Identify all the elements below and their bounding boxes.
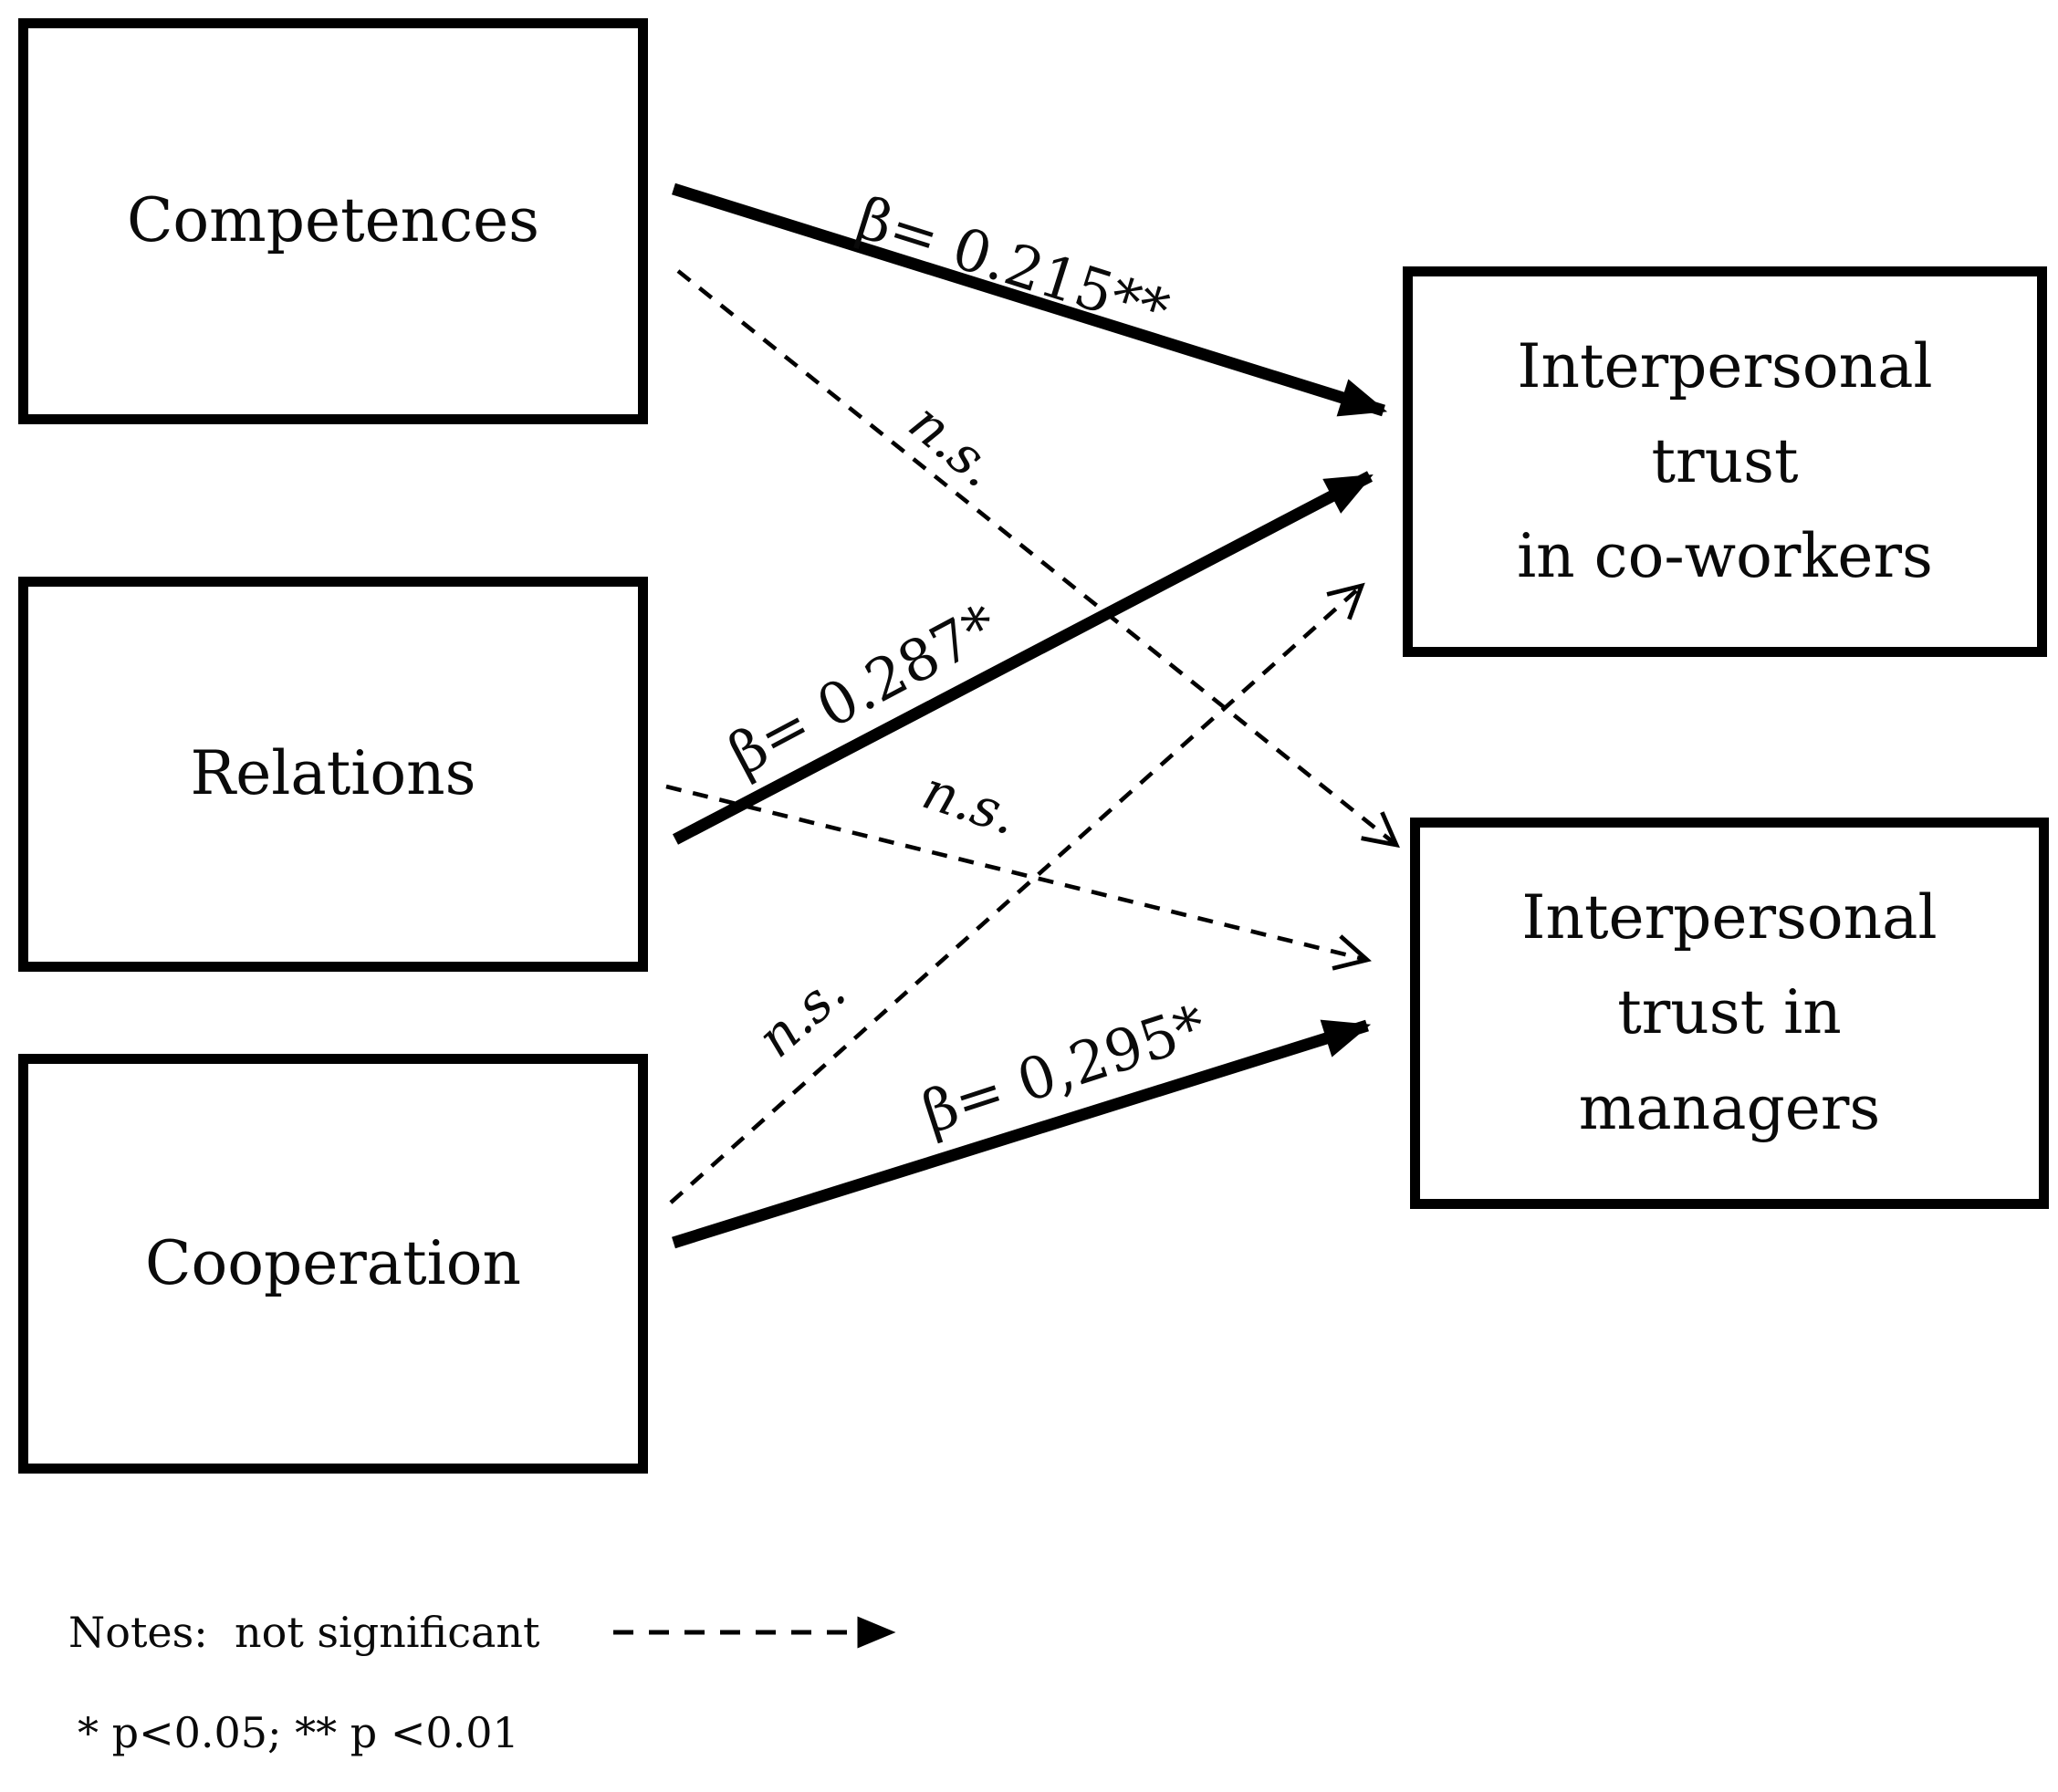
node-cooperation: Cooperation bbox=[18, 1054, 648, 1474]
notes-significance-levels: * p<0.05; ** p <0.01 bbox=[78, 1708, 519, 1757]
node-relations: Relations bbox=[18, 577, 648, 972]
node-trust-managers: Interpersonal trust in managers bbox=[1410, 818, 2049, 1209]
edge-competences-to-coworkers-arrow bbox=[672, 182, 1388, 417]
node-competences: Competences bbox=[18, 18, 648, 424]
edge-relations-to-coworkers-arrow bbox=[672, 471, 1374, 845]
notes-legend-text: Notes: not significant bbox=[68, 1608, 540, 1657]
edge-relations-to-managers-arrow bbox=[665, 784, 1372, 971]
edge-cooperation-to-managers-arrow bbox=[672, 1019, 1372, 1249]
edge-cooperation-to-coworkers-arrow bbox=[669, 582, 1365, 1204]
node-trust-coworkers: Interpersonal trust in co-workers bbox=[1403, 266, 2047, 657]
